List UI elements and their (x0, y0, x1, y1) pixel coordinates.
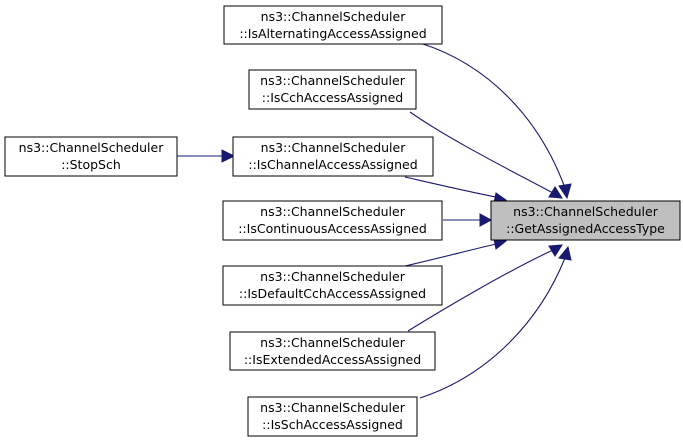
edge-is-extended-to-target (407, 244, 563, 332)
node-is-sch-access-assigned[interactable]: ns3::ChannelScheduler ::IsSchAccessAssig… (247, 396, 418, 437)
node-label-line1: ns3::ChannelScheduler (261, 140, 407, 155)
node-label-line2: ::IsDefaultCchAccessAssigned (239, 286, 426, 301)
node-label-line2: ::IsChannelAccessAssigned (248, 157, 417, 172)
node-is-extended-access-assigned[interactable]: ns3::ChannelScheduler ::IsExtendedAccess… (229, 331, 436, 371)
node-label-line1: ns3::ChannelScheduler (260, 204, 406, 219)
edge-is-cch-to-target (409, 111, 563, 199)
node-label-line2: ::IsCchAccessAssigned (262, 90, 403, 105)
node-label-line1: ns3::ChannelScheduler (19, 140, 165, 155)
node-label-line1: ns3::ChannelScheduler (513, 204, 659, 219)
node-label-line1: ns3::ChannelScheduler (260, 269, 406, 284)
node-label-line2: ::IsAlternatingAccessAssigned (239, 26, 426, 41)
node-is-channel-access-assigned[interactable]: ns3::ChannelScheduler ::IsChannelAccessA… (232, 136, 434, 177)
node-label-line2: ::IsExtendedAccessAssigned (244, 352, 421, 367)
node-is-continuous-access-assigned[interactable]: ns3::ChannelScheduler ::IsContinuousAcce… (222, 200, 443, 241)
node-label-line1: ns3::ChannelScheduler (260, 73, 406, 88)
node-label-line2: ::IsContinuousAccessAssigned (238, 221, 427, 236)
node-label-line1: ns3::ChannelScheduler (260, 335, 406, 350)
edge-is-channel-to-target (404, 176, 508, 204)
node-label-line1: ns3::ChannelScheduler (260, 400, 406, 415)
node-get-assigned-access-type[interactable]: ns3::ChannelScheduler ::GetAssignedAcces… (490, 200, 681, 241)
edge-is-alternating-to-target (419, 42, 572, 200)
edge-is-sch-to-target (419, 245, 572, 399)
node-stop-sch[interactable]: ns3::ChannelScheduler ::StopSch (4, 136, 178, 177)
node-label-line2: ::IsSchAccessAssigned (262, 417, 403, 432)
node-is-default-cch-access-assigned[interactable]: ns3::ChannelScheduler ::IsDefaultCchAcce… (222, 265, 443, 306)
node-label-line2: ::StopSch (61, 157, 121, 172)
edge-is-continuous-to-target (443, 213, 493, 227)
node-label-line1: ns3::ChannelScheduler (261, 9, 407, 24)
edge-stop-sch-to-is-channel (177, 149, 236, 163)
node-is-cch-access-assigned[interactable]: ns3::ChannelScheduler ::IsCchAccessAssig… (248, 69, 417, 110)
node-is-alternating-access-assigned[interactable]: ns3::ChannelScheduler ::IsAlternatingAcc… (223, 5, 443, 45)
node-label-line2: ::GetAssignedAccessType (506, 221, 665, 236)
edge-is-default-cch-to-target (404, 238, 508, 267)
